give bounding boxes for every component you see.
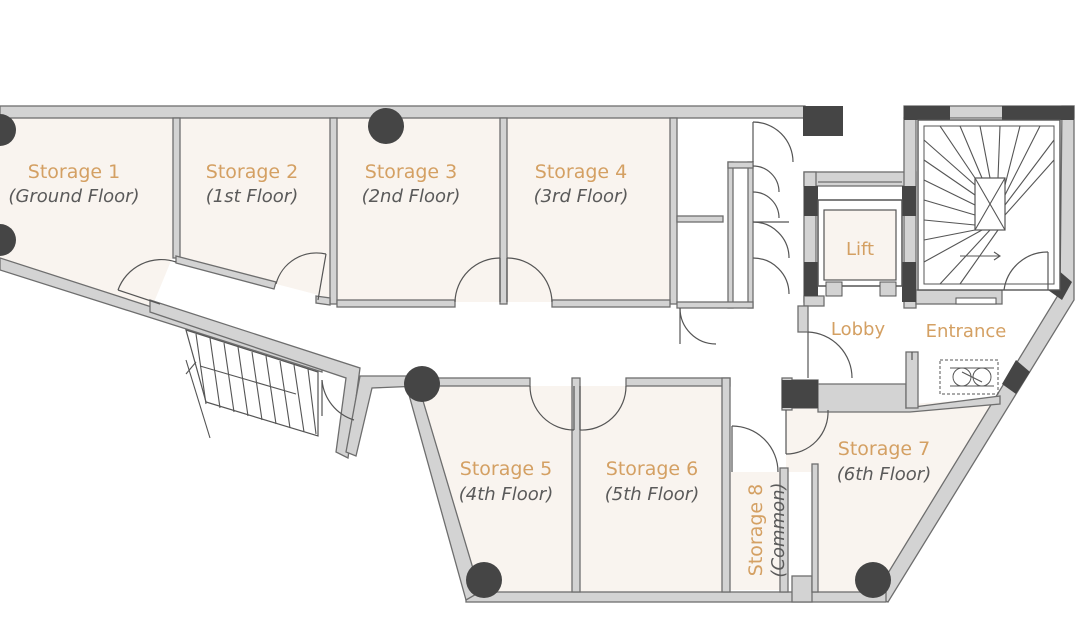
storage-6-floor	[580, 386, 722, 592]
lift-pillar-br	[902, 262, 916, 302]
lobby-pillar	[782, 380, 818, 408]
stair-outer-wall	[149, 299, 361, 459]
cupboard-mid-wall	[747, 161, 754, 309]
column-top-mid	[803, 106, 843, 136]
storage-2-bottom-jamb	[315, 295, 331, 306]
storage-7-floor	[786, 398, 1000, 592]
column-top-right	[904, 106, 950, 120]
cupboard-top-cap	[727, 161, 754, 169]
top-outer-wall	[0, 105, 806, 119]
lobby-label: Lobby	[831, 319, 886, 340]
column-storage-3	[368, 108, 404, 144]
storage-6-right-wall	[721, 377, 731, 593]
storage-7-left-wall	[811, 463, 819, 593]
storage-1-2-wall	[172, 117, 181, 259]
cupboard-left-wall	[727, 161, 734, 309]
wheelchair-icon	[939, 359, 999, 395]
storage-4-right-wall	[669, 117, 678, 305]
storage-3-4-wall	[499, 117, 508, 305]
storage-3-floor-label: (2nd Floor)	[362, 186, 461, 207]
storage-1-floor-label: (Ground Floor)	[8, 186, 139, 207]
bottom-outer-wall	[465, 591, 887, 603]
cupboard-top-wall	[676, 215, 724, 223]
storage-6-top-wall	[625, 377, 731, 387]
column-right-2	[1002, 360, 1030, 394]
storage-3-floor	[337, 118, 500, 302]
storage-4-floor-label: (3rd Floor)	[534, 186, 629, 207]
storage-5-floor-label: (4th Floor)	[459, 484, 553, 505]
lift-pillar-tl	[804, 186, 818, 216]
lift-shaft-bottom	[803, 295, 825, 307]
storage-8-bottom-jamb	[791, 575, 813, 603]
room-labels: Storage 1 (Ground Floor) Storage 2 (1st …	[8, 161, 1006, 578]
storage-7-label: Storage 7	[838, 438, 930, 460]
storage-56-divider	[571, 377, 581, 593]
staircase-icon	[917, 119, 1061, 305]
column-storage-7-bottom	[855, 562, 891, 598]
cupboard-bottom-cap	[676, 301, 754, 309]
storage-1-label: Storage 1	[28, 161, 120, 183]
storage-8-floor-label: (Common)	[768, 482, 789, 577]
storage-8-label: Storage 8	[745, 484, 767, 576]
lift-pillar-tr	[902, 186, 916, 216]
storage-4-floor	[507, 118, 670, 302]
doors	[117, 121, 913, 473]
room-floors	[0, 118, 1000, 592]
column-storage-5-top	[404, 366, 440, 402]
storage-3-label: Storage 3	[365, 161, 457, 183]
storage-2-floor-label: (1st Floor)	[206, 186, 298, 207]
storage-3-bottom-wall	[336, 299, 456, 308]
entrance-left-wall	[905, 351, 919, 409]
storage-2-3-wall	[329, 117, 338, 305]
storage-4-label: Storage 4	[535, 161, 627, 183]
storage-2-bottom-wall	[175, 255, 277, 290]
storage-8-right-wall	[779, 467, 789, 593]
lift-icon	[817, 181, 903, 297]
lift-label: Lift	[846, 239, 874, 260]
storage-2-label: Storage 2	[206, 161, 298, 183]
lobby-left-wall	[797, 305, 809, 333]
lift-pillar-bl	[804, 262, 818, 296]
storage-8-floor	[730, 472, 780, 590]
column-corner	[1002, 106, 1074, 120]
entrance-label: Entrance	[926, 321, 1007, 342]
storage-4-bottom-wall	[551, 299, 671, 308]
storage-1-floor	[0, 118, 173, 312]
column-top-left	[0, 114, 16, 146]
column-left	[0, 224, 16, 256]
column-storage-5-bottom	[466, 562, 502, 598]
storage-6-floor-label: (5th Floor)	[605, 484, 699, 505]
storage-5-label: Storage 5	[460, 458, 552, 480]
storage-7-floor-label: (6th Floor)	[837, 464, 931, 485]
storage-6-label: Storage 6	[606, 458, 698, 480]
pillars	[0, 106, 1074, 598]
lower-staircase-icon	[185, 329, 355, 439]
storage-5-floor	[418, 386, 572, 592]
storage-2-floor	[176, 118, 330, 298]
lift-shaft-top	[803, 171, 917, 187]
